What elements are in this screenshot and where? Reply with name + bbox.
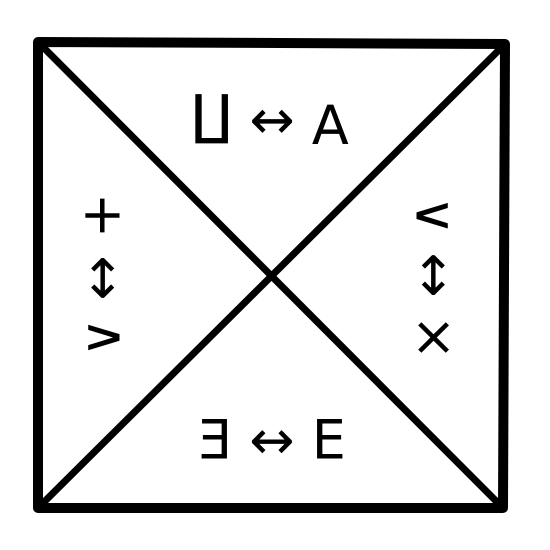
top-region-label: ∀ ↔ ∏ — [191, 92, 348, 155]
diagonal-top-right-to-bottom-left — [34, 40, 509, 512]
bottom-region-label: Ǝ ↔ E — [198, 409, 346, 472]
right-region-label: ∨ ↔ × — [404, 196, 467, 360]
left-region-label: ∨ ↔ + — [70, 193, 133, 357]
